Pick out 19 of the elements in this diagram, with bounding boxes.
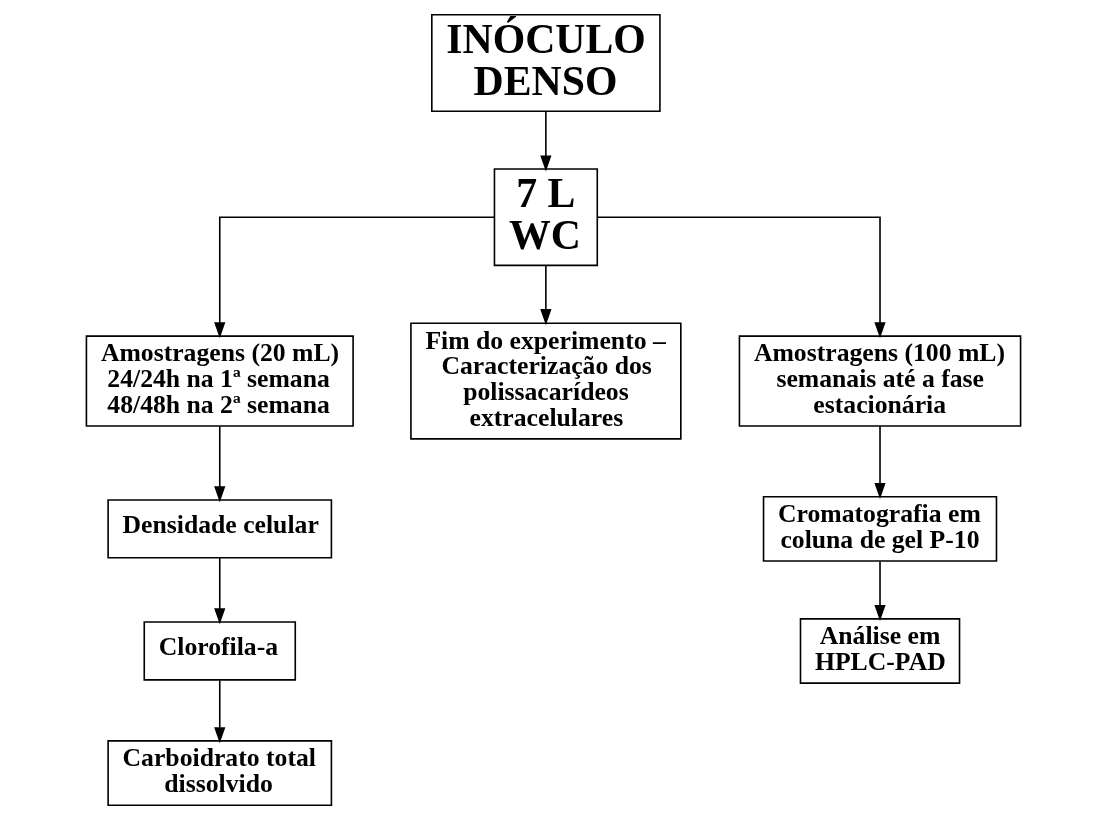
arrow: [214, 425, 226, 503]
node-box: Densidade celular: [107, 499, 333, 559]
node-box: Amostragens (100 mL) semanais até a fase estacionária: [738, 335, 1022, 427]
node-box: Fim do experimento – Caracterização dos polissacarídeos extracelulares: [410, 322, 682, 440]
node-box: Clorofila-a: [143, 621, 297, 681]
node-box: Amostragens (20 mL) 24/24h na 1ª semana 48/48h na 2ª semana: [85, 335, 354, 427]
arrow: [874, 425, 886, 500]
arrow: [874, 560, 886, 621]
node-box: INÓCULO DENSO: [431, 14, 661, 112]
arrow: [596, 216, 886, 339]
arrow: [540, 264, 552, 326]
arrow: [214, 216, 495, 339]
arrow: [214, 679, 226, 744]
node-box: 7 L WC: [493, 168, 599, 267]
arrow: [540, 110, 552, 172]
arrow: [214, 557, 226, 625]
node-box: Cromatografia em coluna de gel P-10: [762, 495, 998, 562]
node-box: Análise em HPLC-PAD: [799, 618, 961, 684]
node-box: Carboidrato total dissolvido: [107, 740, 333, 806]
